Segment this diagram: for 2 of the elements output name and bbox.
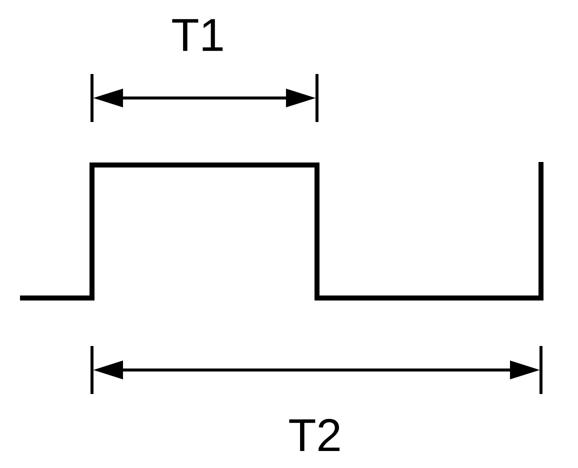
dimension-label: T1 [172, 19, 223, 51]
dimension-label: T2 [289, 418, 340, 452]
